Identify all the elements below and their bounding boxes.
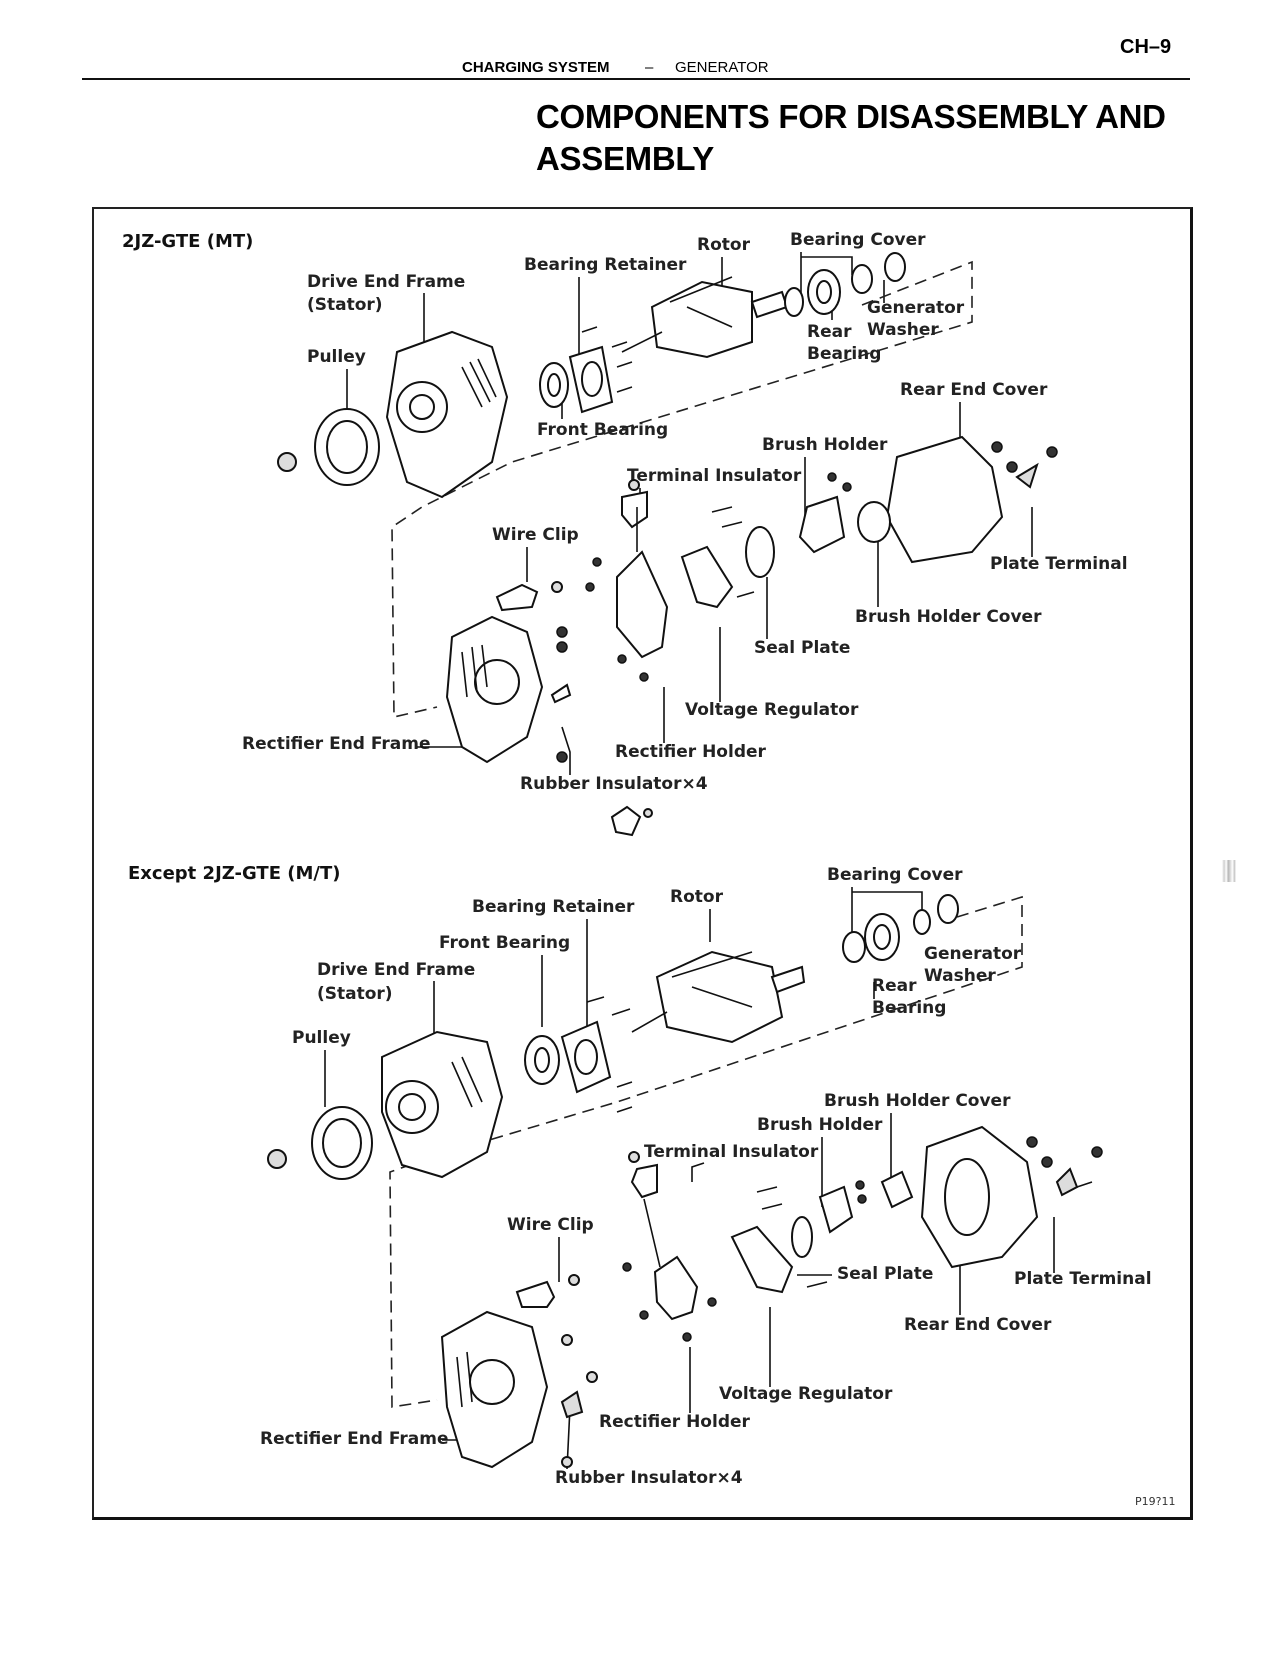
terminal-insulator-part bbox=[621, 479, 648, 529]
label-stator: (Stator) bbox=[307, 295, 383, 315]
rear-end-cover-part bbox=[920, 1125, 1103, 1269]
diagram-heading: Except 2JZ-GTE (M/T) bbox=[128, 863, 340, 884]
label-rotor: Rotor bbox=[670, 887, 724, 907]
label-front-bearing: Front Bearing bbox=[537, 420, 668, 440]
label-rear-bearing: Bearing bbox=[807, 344, 881, 364]
label-voltage-regulator: Voltage Regulator bbox=[685, 700, 859, 720]
label-rectifier-holder: Rectifier Holder bbox=[615, 742, 767, 762]
rear-end-cover-part bbox=[885, 435, 1058, 564]
label-rectifier-holder: Rectifier Holder bbox=[599, 1412, 751, 1432]
label-rear-end-cover: Rear End Cover bbox=[900, 380, 1048, 400]
label-washer: Washer bbox=[924, 966, 996, 986]
label-generator: Generator bbox=[924, 944, 1022, 964]
label-generator: Generator bbox=[867, 298, 965, 318]
label-rear: Rear bbox=[872, 976, 917, 996]
drive-end-frame-part bbox=[385, 330, 509, 499]
rotor-part bbox=[631, 950, 806, 1044]
label-rear: Rear bbox=[807, 322, 852, 342]
diagram-top: 2JZ-GTE (MT) Drive End Frame (Stator) Pu… bbox=[122, 230, 1128, 837]
diagram-heading: 2JZ-GTE (MT) bbox=[122, 231, 253, 252]
label-bearing-cover: Bearing Cover bbox=[790, 230, 926, 250]
label-bearing-cover: Bearing Cover bbox=[827, 865, 963, 885]
label-plate-terminal: Plate Terminal bbox=[990, 554, 1128, 574]
label-brush-holder-cover: Brush Holder Cover bbox=[824, 1091, 1011, 1111]
label-pulley: Pulley bbox=[292, 1028, 351, 1048]
page-title: COMPONENTS FOR DISASSEMBLY AND ASSEMBLY bbox=[536, 98, 1166, 177]
bearing-cover-parts bbox=[784, 252, 906, 317]
rubber-insulator-part bbox=[610, 805, 653, 837]
page-number: CH–9 bbox=[1120, 36, 1172, 58]
label-terminal-insulator: Terminal Insulator bbox=[644, 1142, 819, 1162]
label-bearing-retainer: Bearing Retainer bbox=[524, 255, 687, 275]
label-brush-holder: Brush Holder bbox=[757, 1115, 883, 1135]
wire-clip-part bbox=[495, 581, 563, 612]
label-plate-terminal: Plate Terminal bbox=[1014, 1269, 1152, 1289]
header-rule bbox=[82, 78, 1190, 80]
label-terminal-insulator: Terminal Insulator bbox=[627, 466, 802, 486]
label-seal-plate: Seal Plate bbox=[837, 1264, 933, 1284]
label-rear-bearing: Bearing bbox=[872, 998, 946, 1018]
label-bearing-retainer: Bearing Retainer bbox=[472, 897, 635, 917]
brush-holder-part bbox=[798, 472, 891, 554]
terminal-insulator-part bbox=[628, 1151, 661, 1268]
rectifier-holder-part bbox=[622, 1255, 717, 1342]
rectifier-end-frame-part bbox=[440, 1310, 598, 1469]
pulley-part bbox=[277, 408, 380, 486]
pulley-part bbox=[267, 1106, 373, 1180]
brush-holder-parts bbox=[791, 1170, 914, 1258]
bearing-retainer-part bbox=[568, 326, 633, 414]
bearing-cover-parts bbox=[842, 894, 959, 963]
front-bearing-part bbox=[524, 1035, 560, 1085]
figure-code: P19?11 bbox=[1135, 1495, 1175, 1508]
label-rubber-insulator: Rubber Insulator×4 bbox=[520, 774, 708, 794]
label-drive-end-frame: Drive End Frame bbox=[307, 272, 465, 292]
label-washer: Washer bbox=[867, 320, 939, 340]
label-front-bearing: Front Bearing bbox=[439, 933, 570, 953]
label-rear-end-cover: Rear End Cover bbox=[904, 1315, 1052, 1335]
label-rotor: Rotor bbox=[697, 235, 751, 255]
label-pulley: Pulley bbox=[307, 347, 366, 367]
header-separator: – bbox=[645, 59, 654, 76]
voltage-regulator-part bbox=[730, 1186, 828, 1294]
bearing-retainer-part bbox=[560, 996, 633, 1113]
label-rubber-insulator: Rubber Insulator×4 bbox=[555, 1468, 743, 1488]
label-stator: (Stator) bbox=[317, 984, 393, 1004]
exploded-diagram: 2JZ-GTE (MT) Drive End Frame (Stator) Pu… bbox=[122, 230, 1175, 1508]
scan-artifact bbox=[1222, 860, 1236, 882]
rectifier-end-frame-part bbox=[445, 615, 572, 764]
figure-frame bbox=[92, 207, 1193, 1520]
subsection-title: GENERATOR bbox=[675, 59, 769, 76]
label-wire-clip: Wire Clip bbox=[492, 525, 579, 545]
label-rectifier-end-frame: Rectifier End Frame bbox=[260, 1429, 449, 1449]
section-title: CHARGING SYSTEM bbox=[462, 59, 610, 76]
label-seal-plate: Seal Plate bbox=[754, 638, 850, 658]
label-brush-holder-cover: Brush Holder Cover bbox=[855, 607, 1042, 627]
front-bearing-part bbox=[539, 362, 569, 408]
label-rectifier-end-frame: Rectifier End Frame bbox=[242, 734, 431, 754]
label-brush-holder: Brush Holder bbox=[762, 435, 888, 455]
label-wire-clip: Wire Clip bbox=[507, 1215, 594, 1235]
rotor-part bbox=[621, 276, 789, 359]
label-drive-end-frame: Drive End Frame bbox=[317, 960, 475, 980]
rectifier-holder-part bbox=[585, 507, 669, 682]
drive-end-frame-part bbox=[381, 1030, 504, 1179]
diagram-bottom: Except 2JZ-GTE (M/T) Bearing Retainer Ro… bbox=[128, 863, 1175, 1508]
voltage-regulator-part bbox=[680, 506, 755, 609]
seal-plate-part bbox=[745, 526, 775, 578]
label-voltage-regulator: Voltage Regulator bbox=[719, 1384, 893, 1404]
wire-clip-part bbox=[515, 1274, 580, 1308]
